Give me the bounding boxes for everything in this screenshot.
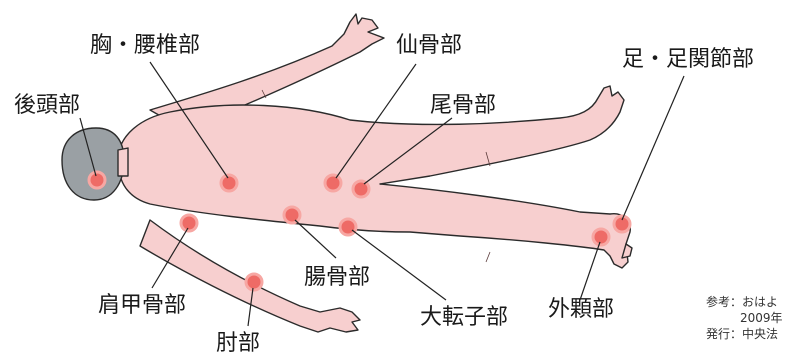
reference-note: 参考：おはよ 2009年 発行：中央法 — [706, 294, 783, 341]
dot-occipital — [89, 172, 105, 188]
dot-chest-lumbar — [221, 175, 237, 191]
dot-foot — [614, 216, 630, 232]
dot-malleolus — [593, 229, 609, 245]
label-coccyx: 尾骨部 — [430, 93, 496, 118]
dot-ilium — [284, 207, 300, 223]
neck — [118, 148, 128, 176]
dot-sacrum — [325, 175, 341, 191]
reference-line-3: 発行：中央法 — [706, 326, 778, 341]
label-occipital: 後頭部 — [14, 93, 80, 118]
label-sacrum: 仙骨部 — [396, 33, 462, 58]
label-malleolus: 外顆部 — [548, 297, 614, 322]
dot-scapula — [181, 215, 197, 231]
dot-trochanter — [340, 219, 356, 235]
label-foot: 足・足関節部 — [622, 47, 754, 72]
leader-foot — [622, 76, 684, 220]
label-elbow: 肘部 — [216, 331, 260, 356]
label-scapula: 肩甲骨部 — [98, 293, 186, 318]
label-trochanter: 大転子部 — [420, 305, 508, 330]
leader-malleolus — [580, 242, 600, 300]
reference-line-1: 参考：おはよ — [706, 294, 778, 309]
dot-elbow — [246, 274, 262, 290]
dot-coccyx — [353, 181, 369, 197]
label-ilium: 腸骨部 — [304, 265, 370, 290]
label-chest-lumbar: 胸・腰椎部 — [90, 33, 200, 58]
reference-line-2: 2009年 — [740, 311, 783, 325]
